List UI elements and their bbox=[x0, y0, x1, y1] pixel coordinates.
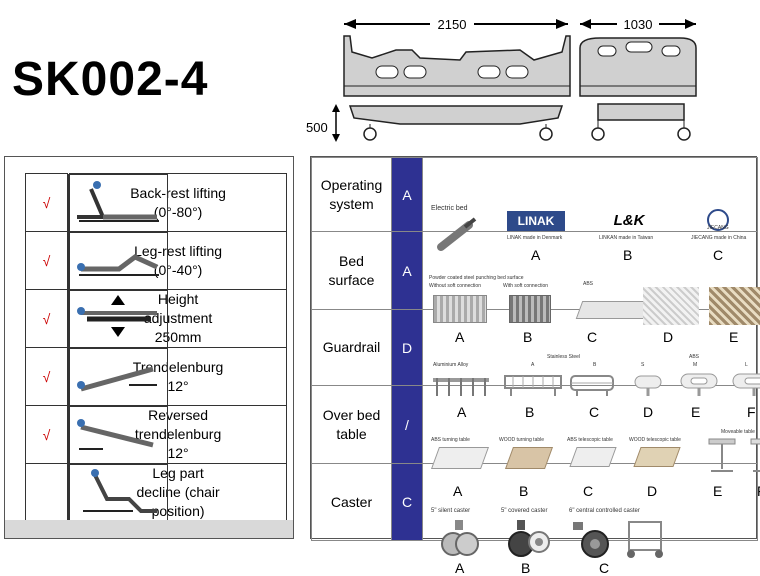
jiecang-brand: JIECANG bbox=[707, 224, 729, 231]
option-note: A bbox=[531, 361, 535, 368]
jiecang-logo bbox=[707, 208, 729, 231]
table-row: Caster C 5" silent caster 5" covered cas… bbox=[311, 463, 758, 576]
selected-option: D bbox=[391, 309, 423, 386]
option-letter: C bbox=[599, 560, 610, 576]
table-row: √ Back-rest lifting(0°-80°) bbox=[25, 173, 287, 232]
option-note: 6" central controlled caster bbox=[569, 508, 640, 514]
table-row: Guardrail D Aluminium Alloy Stainless St… bbox=[311, 309, 760, 420]
guardrail-e-image bbox=[680, 373, 718, 396]
function-label: Back-rest lifting(0°-80°) bbox=[69, 173, 287, 232]
check-icon: √ bbox=[25, 347, 68, 406]
page-title: SK002-4 bbox=[12, 53, 209, 106]
option-letter: F bbox=[757, 483, 760, 499]
caster-frame-image bbox=[627, 521, 663, 558]
option-note: ABS bbox=[689, 353, 700, 360]
option-note: WOOD telescopic table bbox=[629, 436, 681, 443]
back-rest-icon bbox=[68, 173, 168, 232]
option-note: Moveable table bbox=[721, 428, 755, 435]
check-icon: √ bbox=[25, 289, 68, 348]
caster-b-image bbox=[508, 520, 550, 557]
option-note: L bbox=[745, 361, 748, 368]
option-caption: Electric bed bbox=[431, 204, 468, 212]
functions-panel: √ Back-rest lifting(0°-80°) √ Leg-rest l… bbox=[4, 156, 294, 539]
option-note: ABS telescopic table bbox=[567, 436, 613, 443]
option-note: Aluminium Alloy bbox=[433, 361, 469, 368]
linak-logo: LINAK bbox=[507, 210, 565, 231]
option-note: Without soft connection bbox=[429, 282, 481, 289]
option-note: With soft connection bbox=[503, 282, 549, 289]
selected-option: A bbox=[391, 231, 423, 310]
panel-footer-strip bbox=[5, 520, 293, 538]
check-icon: √ bbox=[25, 173, 68, 232]
check-icon: √ bbox=[25, 231, 68, 290]
check-icon: √ bbox=[25, 405, 68, 464]
table-row: √ Leg-rest lifting(0°-40°) bbox=[25, 231, 287, 290]
leg-rest-icon bbox=[68, 231, 168, 290]
chair-position-icon bbox=[68, 463, 168, 522]
height-label: 500 bbox=[306, 120, 328, 135]
caster-c-image bbox=[573, 522, 609, 558]
option-note: ABS turning table bbox=[431, 436, 470, 443]
category-label: Guardrail bbox=[311, 309, 392, 386]
check-cell bbox=[25, 463, 68, 522]
height-adjust-icon bbox=[68, 289, 168, 348]
option-caption: Powder coated steel punching bed surface bbox=[429, 274, 524, 281]
functions-table: √ Back-rest lifting(0°-80°) √ Leg-rest l… bbox=[25, 173, 287, 522]
selected-option: / bbox=[391, 385, 423, 464]
option-note: WOOD turning table bbox=[499, 436, 545, 443]
width-label: 1030 bbox=[624, 17, 653, 32]
option-note: B bbox=[593, 361, 597, 368]
option-letter: A bbox=[455, 560, 465, 576]
selected-option: A bbox=[391, 157, 423, 232]
option-note: 5" covered caster bbox=[501, 508, 548, 514]
option-note: Stainless Steel bbox=[547, 353, 581, 360]
category-label: Caster bbox=[311, 463, 392, 541]
bed-dimension-drawing: 2150 1030 500 bbox=[306, 16, 697, 142]
reversed-trendelenburg-icon bbox=[68, 405, 168, 464]
option-note: 5" silent caster bbox=[431, 508, 471, 514]
option-note: ABS bbox=[583, 280, 594, 287]
length-label: 2150 bbox=[438, 17, 467, 32]
selected-option: C bbox=[391, 463, 423, 541]
option-note: M bbox=[693, 361, 698, 368]
function-label: Leg-rest lifting(0°-40°) bbox=[69, 231, 287, 290]
lk-logo: L&K bbox=[613, 211, 645, 229]
trendelenburg-icon bbox=[68, 347, 168, 406]
caster-a-image bbox=[441, 520, 479, 556]
option-letter: B bbox=[521, 560, 531, 576]
option-note: S bbox=[641, 361, 645, 368]
